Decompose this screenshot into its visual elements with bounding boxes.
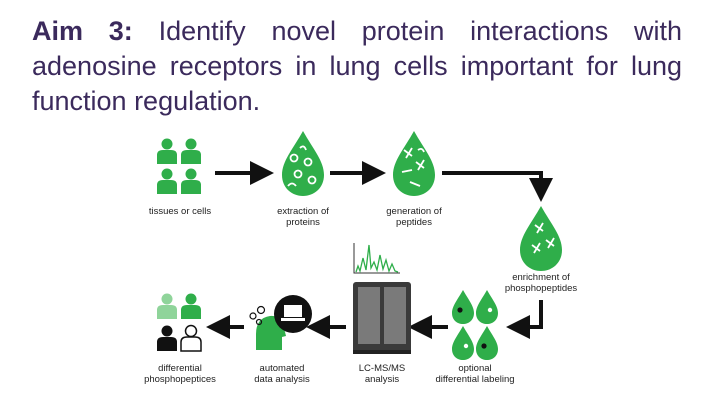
slide-title: Aim 3: Identify novel protein interactio… [32, 14, 682, 119]
mass-spectrometer-icon [353, 282, 411, 354]
generation-drop-icon [393, 131, 435, 196]
aim-label: Aim 3: [32, 16, 133, 46]
aim-description: Identify novel protein interactions with… [32, 16, 682, 116]
labeling-drops-icon [452, 290, 498, 360]
tissues-label: tissues or cells [148, 206, 212, 217]
arrow-to-enrichment-icon [442, 171, 553, 202]
enrichment-drop-icon [520, 206, 562, 271]
arrow-to-labeling-icon [506, 300, 543, 339]
tissue-people-icon [157, 138, 201, 194]
extraction-drop-icon [282, 131, 324, 196]
differential-people-icon [157, 293, 202, 352]
automated-analysis-icon [249, 295, 312, 350]
spectrum-icon [353, 243, 400, 274]
